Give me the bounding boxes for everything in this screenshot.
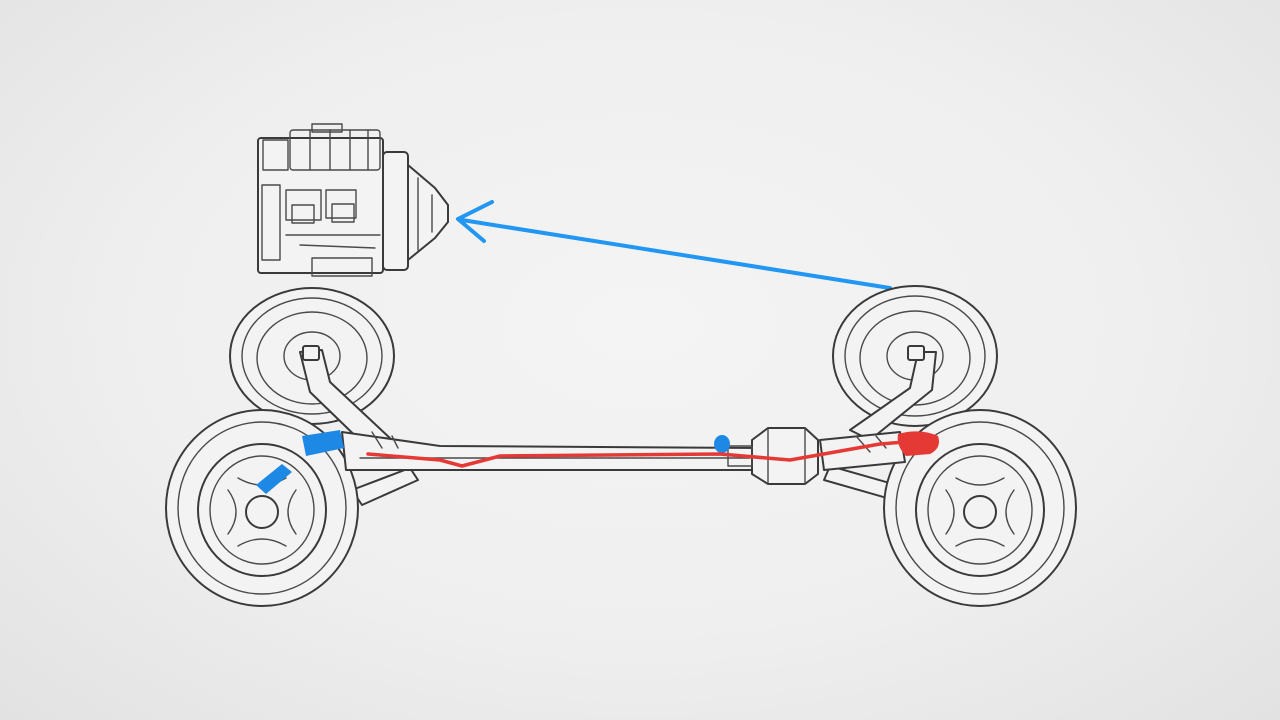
suspension-arms [299,345,937,506]
front-left-wheel-icon [165,409,359,607]
front-right-wheel-icon [883,409,1077,607]
drive-shaft-icon [341,431,906,471]
red-path-icon [366,431,939,468]
blue-marker-icon [256,430,730,494]
flow-arrow-icon [456,200,892,290]
engine-icon [257,123,449,277]
